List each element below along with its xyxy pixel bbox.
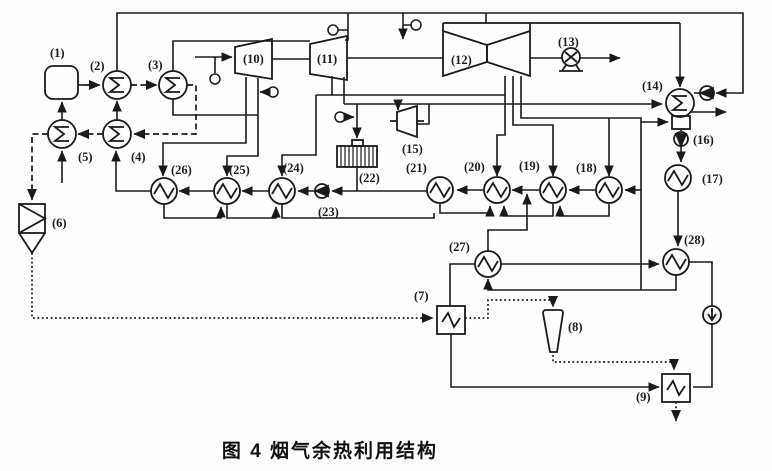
dust-collector-symbol bbox=[18, 203, 47, 254]
label-condenser: (14) bbox=[642, 79, 663, 93]
label-dust-collector: (6) bbox=[52, 216, 67, 230]
components bbox=[18, 19, 722, 403]
boiler-symbol bbox=[44, 65, 79, 100]
label-lp-turbine: (12) bbox=[451, 53, 472, 67]
label-generator: (13) bbox=[558, 35, 579, 49]
valve-symbols bbox=[209, 19, 422, 123]
hp-turbine-symbol bbox=[234, 37, 273, 81]
label-ip-turbine: (11) bbox=[317, 52, 337, 66]
condensate-pump-symbol bbox=[673, 131, 689, 149]
condenser-symbol bbox=[665, 88, 695, 130]
label-gas-heat-exchanger: (2) bbox=[90, 59, 105, 73]
heat-exchanger-symbols bbox=[150, 164, 692, 278]
lp-turbine-symbol bbox=[442, 22, 680, 78]
label-hp-turbine: (10) bbox=[243, 52, 264, 66]
label-hp-heater: (25) bbox=[229, 163, 250, 177]
label-feed-pump: (23) bbox=[318, 205, 339, 219]
hopper-symbol bbox=[542, 309, 564, 353]
label-lp-heater: (18) bbox=[576, 161, 597, 175]
dotted-flue-gas-pipes bbox=[31, 253, 682, 422]
solid-pipes bbox=[57, 12, 744, 392]
figure-caption: 图 4 烟气余热利用结构 bbox=[222, 439, 438, 462]
feed-pump-symbol bbox=[313, 183, 330, 199]
label-motor: (22) bbox=[359, 171, 380, 185]
cooling-pump-symbol bbox=[698, 85, 715, 101]
label-gas-heat-exchanger: (3) bbox=[148, 58, 163, 72]
label-boiler: (1) bbox=[50, 46, 65, 60]
circulation-pump-symbol bbox=[702, 305, 722, 325]
flue-gas-cooler-symbols bbox=[436, 305, 691, 403]
motor-symbol bbox=[336, 139, 378, 168]
label-lp-heater: (20) bbox=[464, 160, 485, 174]
label-lp-heater: (19) bbox=[519, 159, 540, 173]
label-gas-heat-exchanger: (5) bbox=[78, 150, 93, 164]
label-hp-heater: (26) bbox=[171, 163, 192, 177]
label-flue-gas-heater: (9) bbox=[636, 390, 651, 404]
gas-heater-symbols bbox=[47, 70, 188, 149]
label-hp-heater: (24) bbox=[283, 161, 304, 175]
label-hopper: (8) bbox=[568, 320, 583, 334]
label-heat-exchanger: (17) bbox=[702, 172, 723, 186]
label-water-heat-exchanger: (27) bbox=[449, 240, 470, 254]
label-gas-heat-exchanger: (4) bbox=[131, 150, 146, 164]
component-labels: (1) (2) (3) (4) (5) (6) (7) (8) (9) (10) (11) (12) (… bbox=[50, 35, 723, 404]
ip-turbine-symbol bbox=[309, 34, 348, 82]
label-flue-gas-cooler: (7) bbox=[414, 289, 429, 303]
dashed-flue-gas-pipes bbox=[26, 79, 197, 201]
label-aux-turbine: (15) bbox=[402, 142, 423, 156]
label-water-heat-exchanger: (28) bbox=[684, 233, 705, 247]
generator-symbol bbox=[559, 47, 583, 72]
label-condensate-pump: (16) bbox=[693, 133, 714, 147]
label-lp-heater: (21) bbox=[406, 161, 427, 175]
aux-turbine-symbol bbox=[390, 104, 424, 139]
